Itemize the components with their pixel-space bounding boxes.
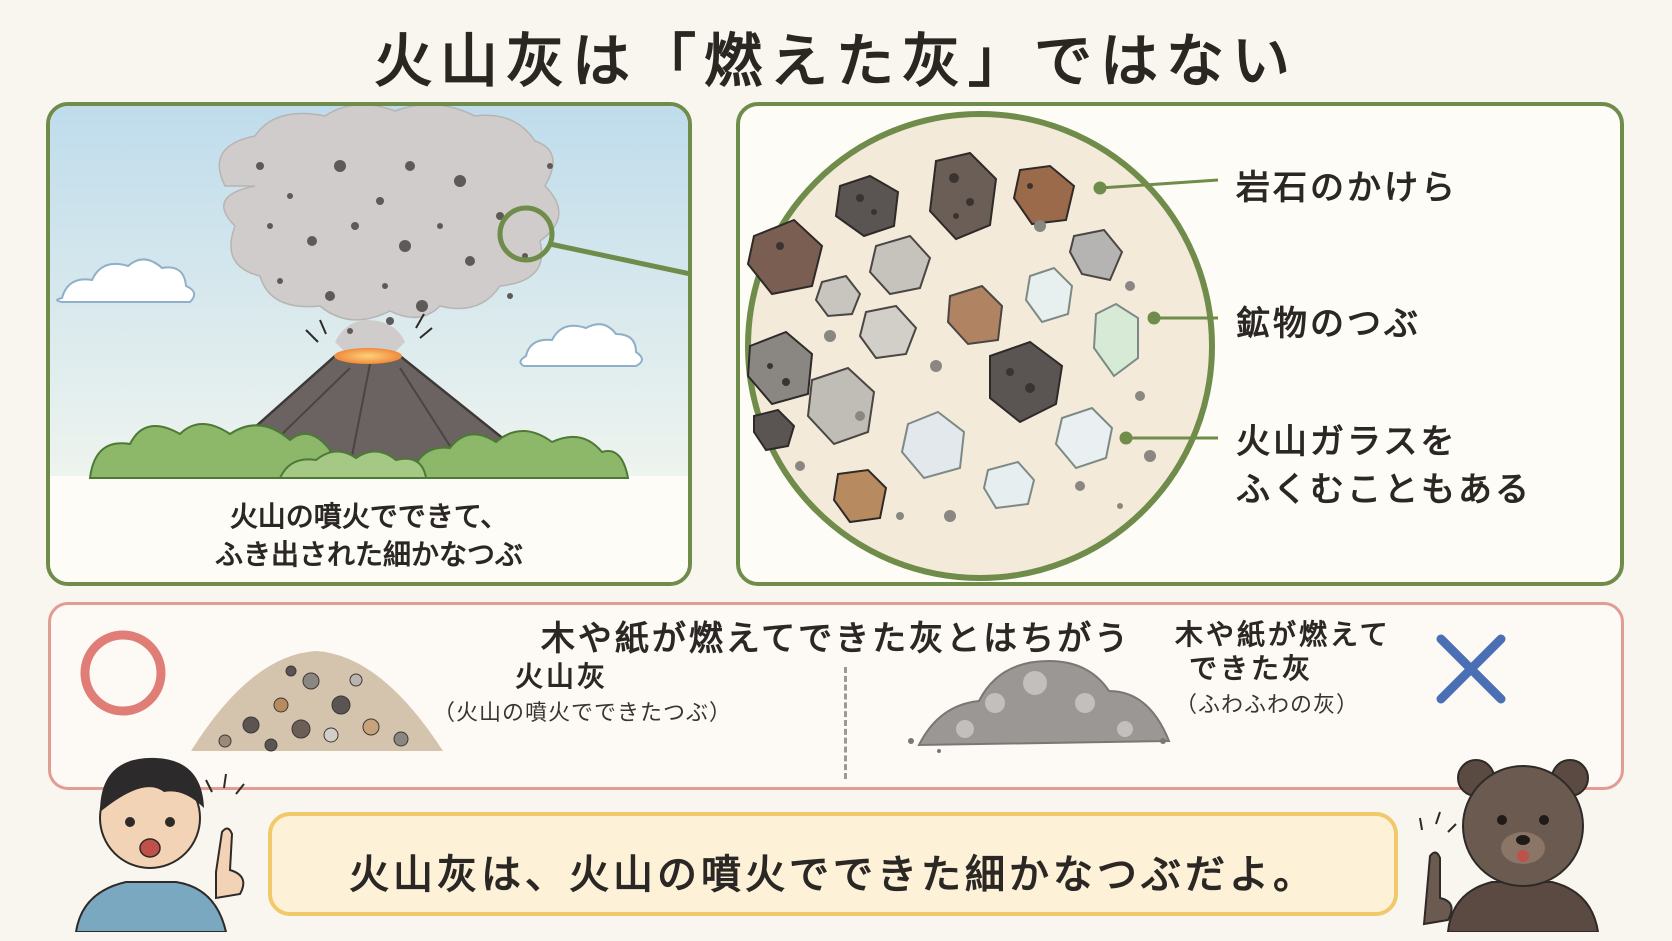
- volcanic-glass-icon: [900, 266, 1139, 510]
- volcanic-ash-sublabel: （火山の噴火でできたつぶ）: [433, 701, 733, 726]
- burnt-ash-pile-icon: [908, 659, 1171, 753]
- label-mineral-grains: 鉱物のつぶ: [1236, 304, 1421, 344]
- boy-pointing-icon: [74, 757, 245, 932]
- magnified-panel: 岩石のかけら 鉱物のつぶ 火山ガラスを ふくむこともある: [736, 102, 1624, 586]
- volcanic-ash-label: 火山灰: [515, 660, 609, 693]
- magnify-circle-icon: [497, 205, 555, 263]
- label-volcanic-glass-2: ふくむこともある: [1236, 470, 1532, 510]
- volcano-panel: 火山の噴火でできて、 ふき出された細かなつぶ: [46, 102, 692, 586]
- page-title: 火山灰は「燃えた灰」ではない: [373, 27, 1298, 95]
- circle-mark-icon: [80, 630, 166, 716]
- mineral-grain-icon: [806, 228, 1124, 446]
- cloud-icon: [519, 323, 643, 367]
- burnt-ash-sublabel: （ふわふわの灰）: [1175, 693, 1360, 718]
- summary-box: 火山灰は、火山の噴火でできた細かなつぶだよ。: [268, 812, 1398, 916]
- label-volcanic-glass-1: 火山ガラスを: [1236, 422, 1458, 462]
- caption-line: ふき出された細かなつぶ: [214, 538, 523, 571]
- volcano-illustration: [50, 106, 688, 582]
- magnified-particles: [745, 111, 1219, 581]
- comparison-panel: 木や紙が燃えてできた灰とはちがう 火山灰 （火山の噴火でできたつぶ） 木や紙が燃…: [48, 602, 1624, 790]
- rock-fragment-icon: [746, 151, 1076, 524]
- volcano-caption: 火山の噴火でできて、 ふき出された細かなつぶ: [50, 498, 688, 574]
- summary-text: 火山灰は、火山の噴火でできた細かなつぶだよ。: [349, 852, 1317, 898]
- ash-particles: [256, 160, 553, 334]
- comparison-heading: 木や紙が燃えてできた灰とはちがう: [540, 619, 1132, 659]
- cloud-icon: [56, 258, 196, 303]
- bear-pointing-icon: [1419, 759, 1600, 932]
- burnt-ash-label-1: 木や紙が燃えて: [1175, 618, 1391, 651]
- cross-mark-icon: [1436, 634, 1506, 704]
- burnt-ash-label-2: できた灰: [1189, 652, 1314, 685]
- volcanic-ash-pile-icon: [191, 651, 443, 752]
- comparison-divider: [844, 667, 847, 779]
- ash-plume: [218, 106, 560, 321]
- forest: [88, 423, 630, 479]
- label-rock-fragments: 岩石のかけら: [1236, 168, 1458, 208]
- caption-line: 火山の噴火でできて、: [229, 500, 509, 533]
